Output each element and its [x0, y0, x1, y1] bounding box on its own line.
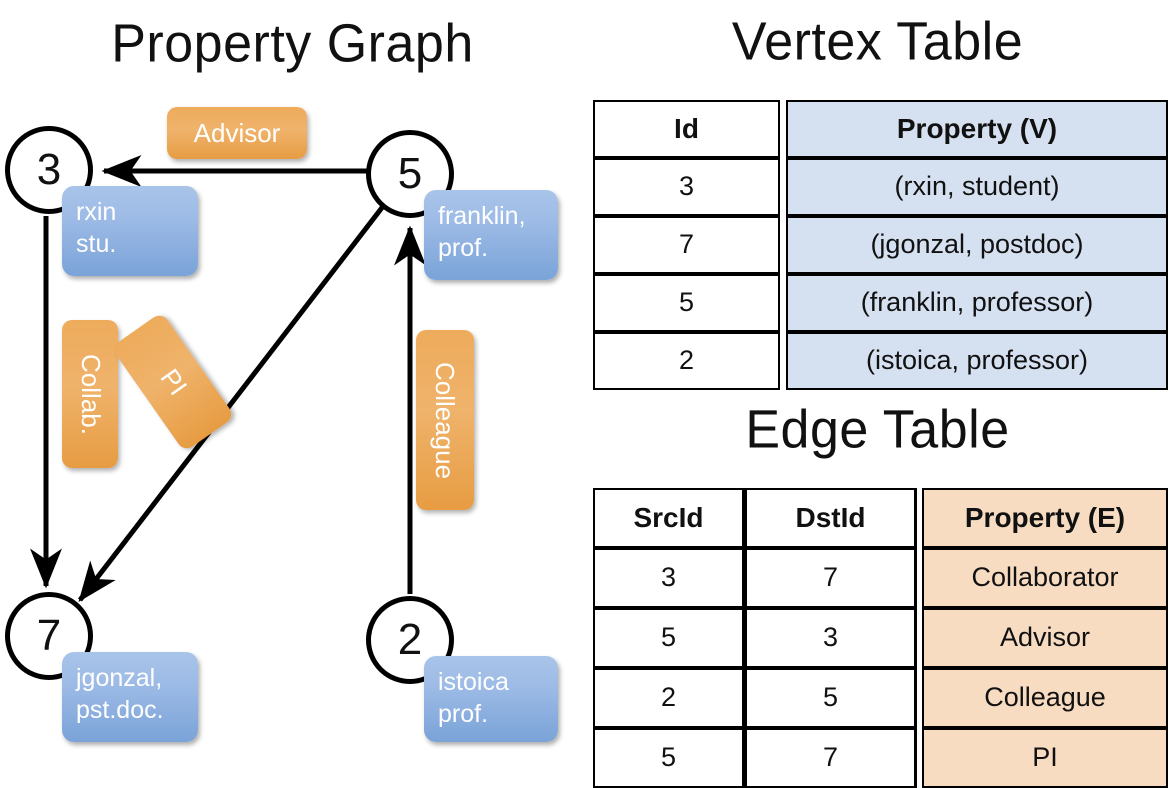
table-row[interactable]: (rxin, student)	[786, 158, 1168, 216]
vertex-table-cell-id: 7	[593, 216, 780, 274]
graph-node-2-label: 2	[397, 615, 423, 664]
vertex-property-box-jgonzal: jgonzal, pst.doc.	[62, 652, 198, 742]
vertex-table-header-property: Property (V)	[786, 100, 1168, 158]
edge-table-header-property: Property (E)	[922, 488, 1168, 548]
vertex-table-cell-property: (jgonzal, postdoc)	[786, 216, 1168, 274]
edge-label-advisor-text: Advisor	[193, 117, 281, 148]
edge-table-srcid-column: SrcId 3 5 2 5	[593, 488, 745, 788]
page-title-edge-table: Edge Table	[745, 399, 1010, 461]
table-row[interactable]: 2	[593, 668, 745, 728]
table-row[interactable]: (istoica, professor)	[786, 332, 1168, 390]
vertex-table-cell-property: (istoica, professor)	[786, 332, 1168, 390]
edge-table-cell-dstid: 7	[745, 548, 917, 608]
table-row[interactable]: Colleague	[922, 668, 1168, 728]
vertex-property-box-istoica: istoica prof.	[424, 656, 558, 742]
edge-table-cell-srcid: 2	[593, 668, 745, 728]
edge-table-header-srcid: SrcId	[593, 488, 745, 548]
vertex-property-franklin-line1: franklin,	[438, 202, 526, 230]
table-row[interactable]: 5	[593, 608, 745, 668]
page-title-property-graph: Property Graph	[111, 13, 474, 75]
table-row[interactable]: 5	[745, 668, 917, 728]
vertex-table-property-column: Property (V) (rxin, student) (jgonzal, p…	[786, 100, 1168, 390]
vertex-table-header-id: Id	[593, 100, 780, 158]
vertex-table-cell-property: (franklin, professor)	[786, 274, 1168, 332]
vertex-property-jgonzal-line2: pst.doc.	[76, 696, 164, 724]
edge-table-cell-property: Colleague	[922, 668, 1168, 728]
edge-table-cell-srcid: 5	[593, 728, 745, 788]
table-row[interactable]: 5	[593, 274, 780, 332]
edge-table-cell-srcid: 3	[593, 548, 745, 608]
vertex-property-box-rxin: rxin stu.	[62, 186, 198, 276]
vertex-table-id-column: Id 3 7 5 2	[593, 100, 780, 390]
edge-label-box-advisor: Advisor	[167, 107, 307, 159]
edge-table-cell-dstid: 3	[745, 608, 917, 668]
edge-table-cell-property: Collaborator	[922, 548, 1168, 608]
page-title-vertex-table: Vertex Table	[731, 11, 1024, 73]
table-row[interactable]: 3	[593, 158, 780, 216]
vertex-property-franklin-line2: prof.	[438, 234, 489, 262]
graph-edges-layer	[30, 155, 426, 602]
table-row[interactable]: Advisor	[922, 608, 1168, 668]
vertex-property-istoica-line1: istoica	[438, 668, 509, 696]
vertex-table-cell-id: 5	[593, 274, 780, 332]
edge-table-cell-dstid: 5	[745, 668, 917, 728]
table-row[interactable]: (jgonzal, postdoc)	[786, 216, 1168, 274]
vertex-property-rxin-line2: stu.	[76, 230, 117, 258]
table-header-row: Property (E)	[922, 488, 1168, 548]
slide-canvas: Property Graph Vertex Table Edge Table 3…	[5, 11, 1168, 788]
edge-label-collab-text: Collab.	[75, 353, 106, 435]
table-header-row: SrcId	[593, 488, 745, 548]
table-row[interactable]: 3	[593, 548, 745, 608]
edge-label-box-colleague: Colleague	[416, 330, 474, 510]
edge-label-pi-text: PI	[154, 363, 193, 401]
table-row[interactable]: 7	[745, 728, 917, 788]
edge-label-colleague-text: Colleague	[430, 361, 461, 479]
vertex-property-box-franklin: franklin, prof.	[424, 190, 558, 280]
vertex-property-istoica-line2: prof.	[438, 700, 489, 728]
table-row[interactable]: PI	[922, 728, 1168, 788]
table-header-row: Id	[593, 100, 780, 158]
table-row[interactable]: (franklin, professor)	[786, 274, 1168, 332]
vertex-property-jgonzal-line1: jgonzal,	[76, 664, 163, 692]
table-row[interactable]: Collaborator	[922, 548, 1168, 608]
edge-table-property-column: Property (E) Collaborator Advisor Collea…	[922, 488, 1168, 788]
vertex-property-rxin-line1: rxin	[76, 198, 117, 226]
graph-node-3-label: 3	[36, 145, 62, 194]
vertex-table-cell-id: 3	[593, 158, 780, 216]
graph-node-2[interactable]: 2	[366, 596, 454, 684]
table-header-row: Property (V)	[786, 100, 1168, 158]
table-row[interactable]: 7	[745, 548, 917, 608]
graph-node-5[interactable]: 5	[366, 130, 454, 218]
table-row[interactable]: 5	[593, 728, 745, 788]
edge-table-cell-dstid: 7	[745, 728, 917, 788]
edge-table-cell-property: Advisor	[922, 608, 1168, 668]
vertex-table-cell-property: (rxin, student)	[786, 158, 1168, 216]
table-row[interactable]: 7	[593, 216, 780, 274]
table-header-row: DstId	[745, 488, 917, 548]
table-row[interactable]: 3	[745, 608, 917, 668]
edge-label-box-collab: Collab.	[62, 320, 118, 468]
edge-table-header-dstid: DstId	[745, 488, 917, 548]
edge-table-dstid-column: DstId 7 3 5 7	[745, 488, 917, 788]
graph-node-5-label: 5	[397, 149, 423, 198]
table-row[interactable]: 2	[593, 332, 780, 390]
edge-table-cell-srcid: 5	[593, 608, 745, 668]
vertex-table-cell-id: 2	[593, 332, 780, 390]
graph-node-7-label: 7	[36, 611, 62, 660]
edge-arrow-5-to-7	[78, 203, 386, 602]
edge-table-cell-property: PI	[922, 728, 1168, 788]
